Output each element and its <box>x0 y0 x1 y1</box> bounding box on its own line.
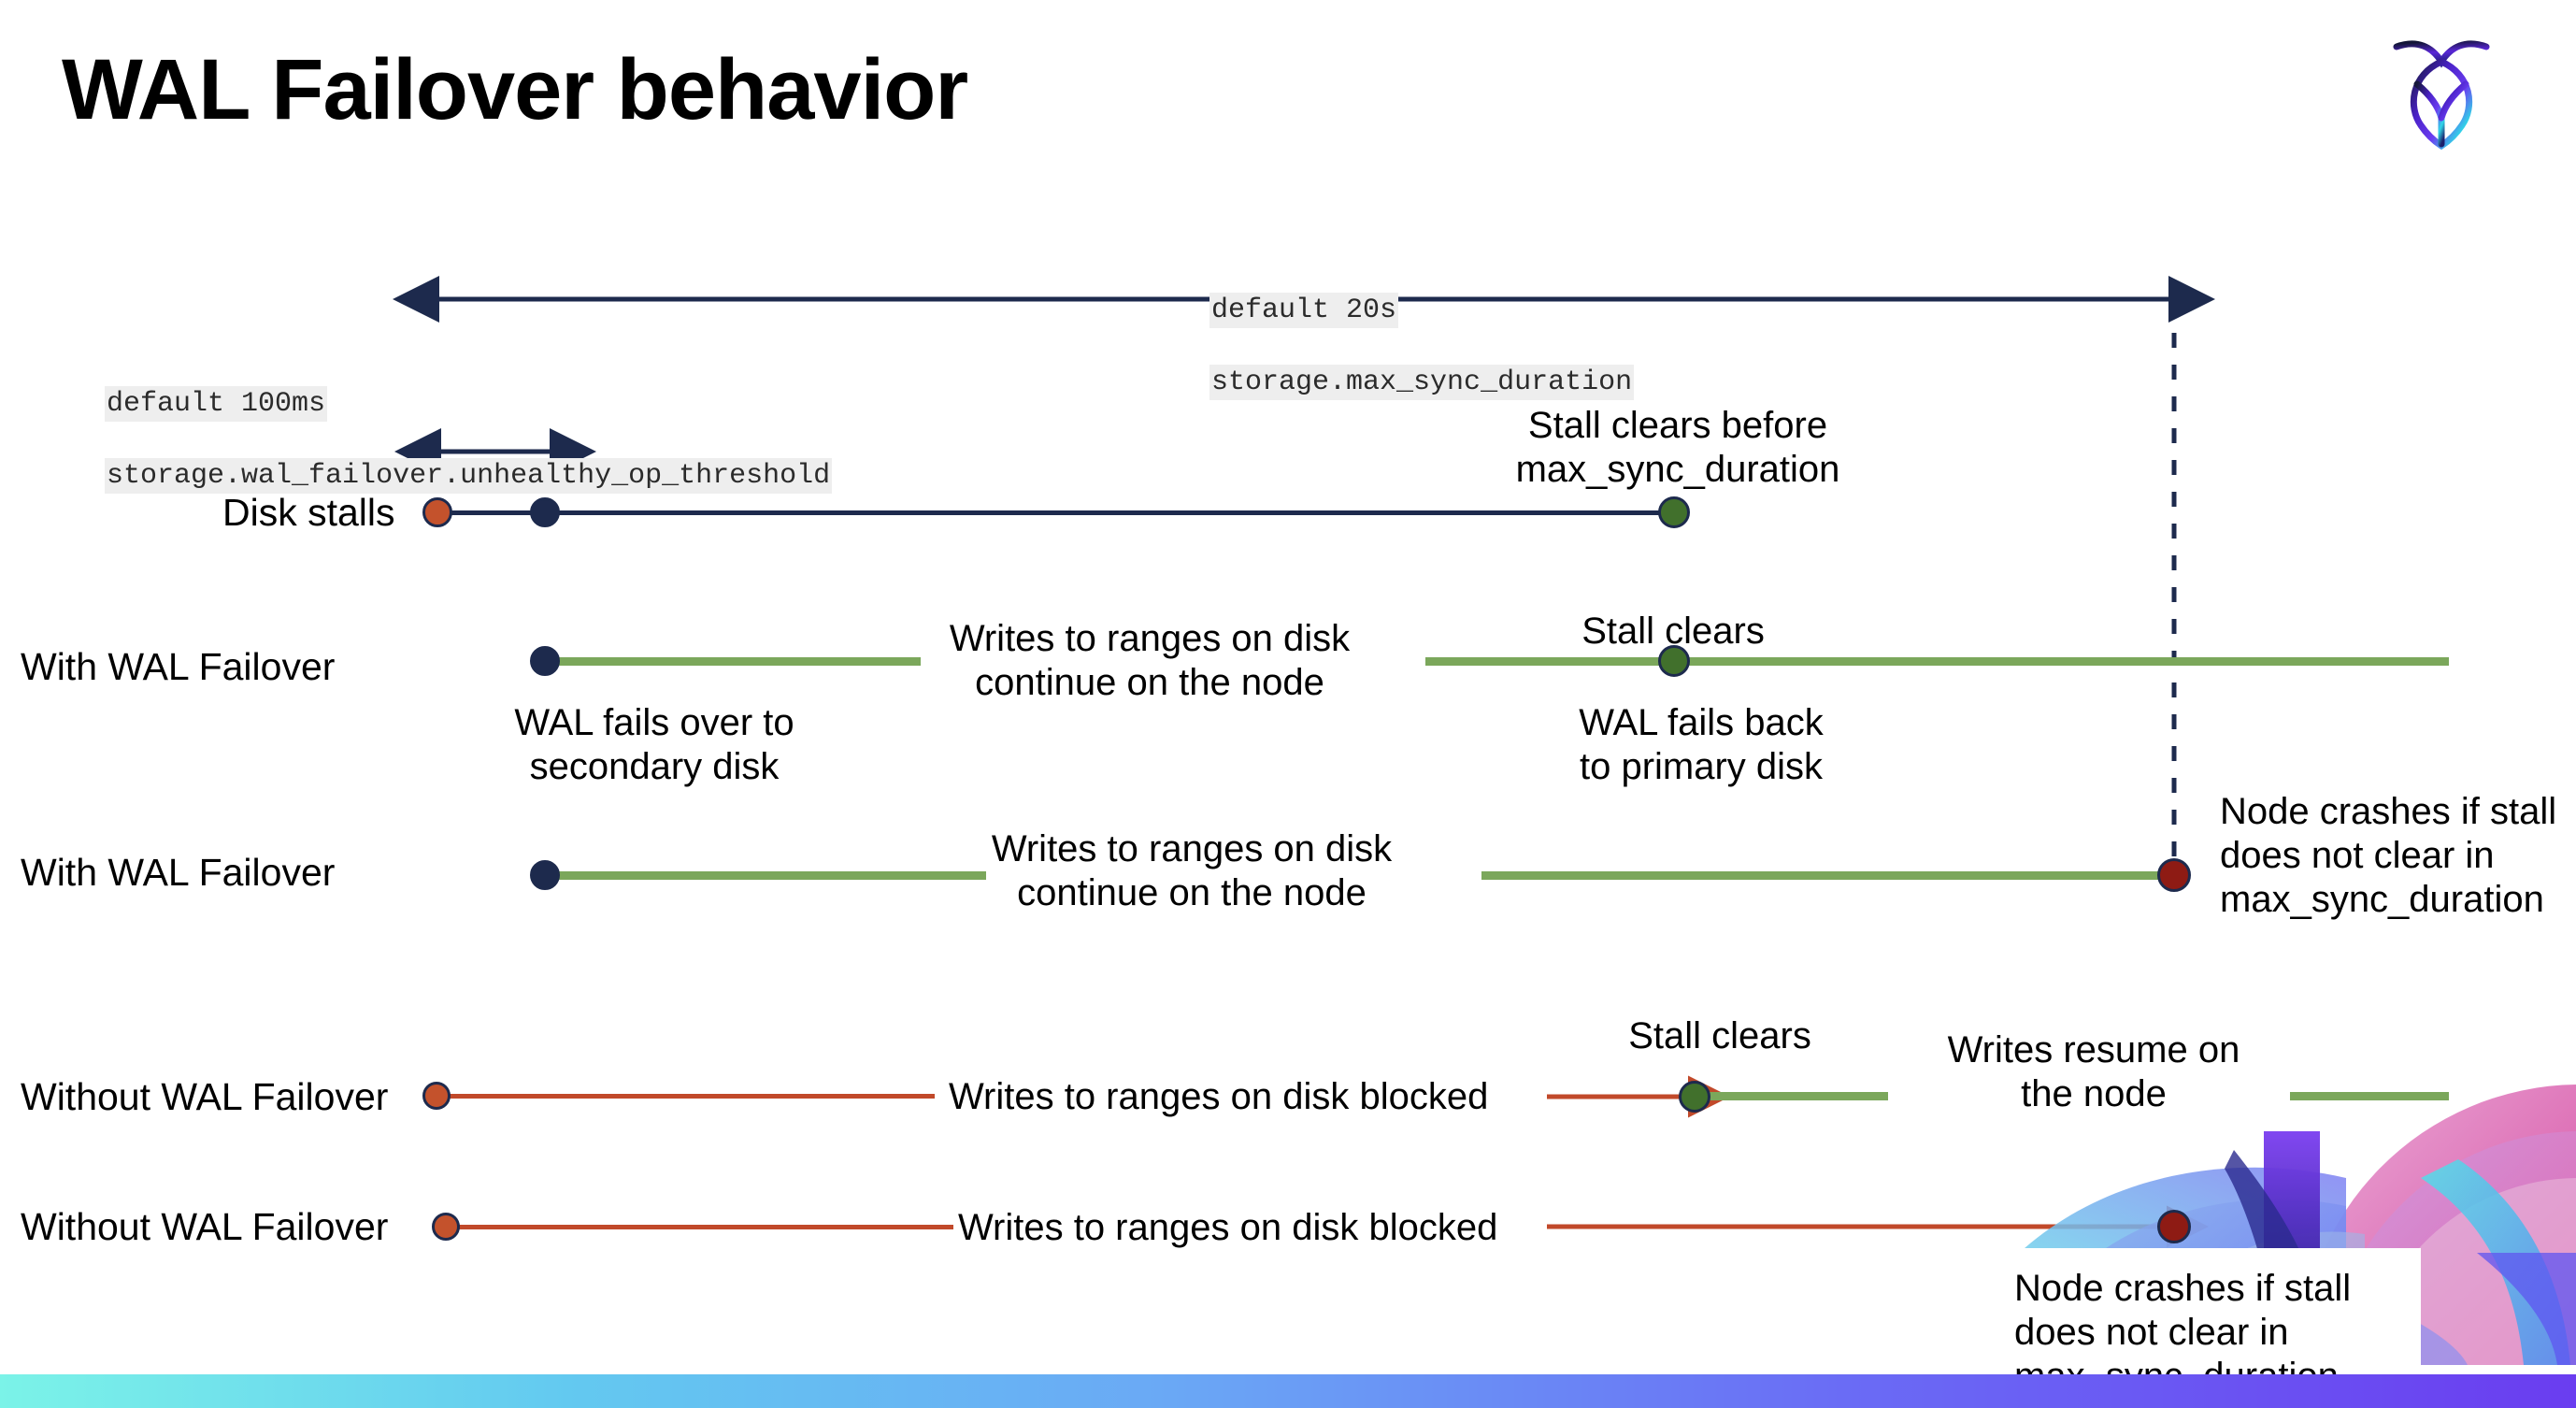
annotation-writes-blocked-2: Writes to ranges on disk blocked <box>958 1207 1498 1248</box>
wal-failover-1-failover-dot <box>530 646 560 676</box>
disk-stall-clears-dot <box>1658 496 1690 528</box>
page-title: WAL Failover behavior <box>62 42 968 137</box>
unhealthy-op-setting-name: storage.wal_failover.unhealthy_op_thresh… <box>105 458 833 495</box>
annotation-wal-fails-over: WAL fails over to secondary disk <box>514 702 794 787</box>
annotation-writes-continue-1: Writes to ranges on disk continue on the… <box>949 618 1351 703</box>
annotation-stall-clears-before: Stall clears before max_sync_duration <box>1515 405 1840 490</box>
row-label-disk-stalls: Disk stalls <box>222 491 395 534</box>
max-sync-default-label: default 20s <box>1209 293 1399 329</box>
max-sync-setting-name: storage.max_sync_duration <box>1209 365 1635 401</box>
wal-failover-2-segment-a <box>545 871 986 880</box>
wal-failover-1-clears-dot <box>1658 645 1690 677</box>
without-wal-2-start-dot <box>432 1213 460 1241</box>
max-sync-duration-setting-chip: default 20s storage.max_sync_duration <box>1142 257 1635 437</box>
without-wal-1-segment-green-a <box>1694 1092 1888 1100</box>
row-label-with-wal-failover-1: With WAL Failover <box>21 645 336 688</box>
row-label-without-wal-failover-2: Without WAL Failover <box>21 1205 389 1248</box>
annotation-stall-clears-1: Stall clears <box>1581 611 1765 652</box>
without-wal-2-crash-dot <box>2157 1210 2191 1243</box>
row-label-without-wal-failover-1: Without WAL Failover <box>21 1075 389 1118</box>
annotation-stall-clears-2: Stall clears <box>1628 1015 1811 1056</box>
without-wal-1-start-dot <box>422 1082 451 1110</box>
without-wal-1-clears-dot <box>1679 1081 1710 1113</box>
wal-failover-1-segment-b <box>1425 657 2449 666</box>
without-wal-1-segment-green-b <box>2290 1092 2449 1100</box>
disk-stall-start-dot <box>422 497 452 527</box>
annotation-node-crashes-1: Node crashes if stall does not clear in … <box>2220 791 2557 920</box>
annotation-writes-resume: Writes resume on the node <box>1947 1029 2240 1114</box>
annotation-wal-fails-back: WAL fails back to primary disk <box>1579 702 1824 787</box>
wal-failover-1-segment-a <box>545 657 921 666</box>
bottom-gradient-bar <box>0 1374 2576 1408</box>
wal-failover-2-crash-dot <box>2157 858 2191 892</box>
disk-stalls-timeline <box>437 510 1676 515</box>
annotation-writes-blocked-1: Writes to ranges on disk blocked <box>949 1076 1489 1117</box>
unhealthy-op-default-label: default 100ms <box>105 386 328 423</box>
row-label-with-wal-failover-2: With WAL Failover <box>21 851 336 894</box>
cockroachdb-logo-icon <box>2389 26 2494 151</box>
without-wal-1-segment-a <box>437 1094 935 1099</box>
wal-failover-2-failover-dot <box>530 860 560 890</box>
without-wal-2-segment-a <box>447 1225 953 1229</box>
disk-stall-threshold-dot <box>530 497 560 527</box>
wal-failover-2-segment-b <box>1481 871 2178 880</box>
annotation-writes-continue-2: Writes to ranges on disk continue on the… <box>991 828 1393 913</box>
unhealthy-op-threshold-setting-chip: default 100ms storage.wal_failover.unhea… <box>37 351 833 530</box>
